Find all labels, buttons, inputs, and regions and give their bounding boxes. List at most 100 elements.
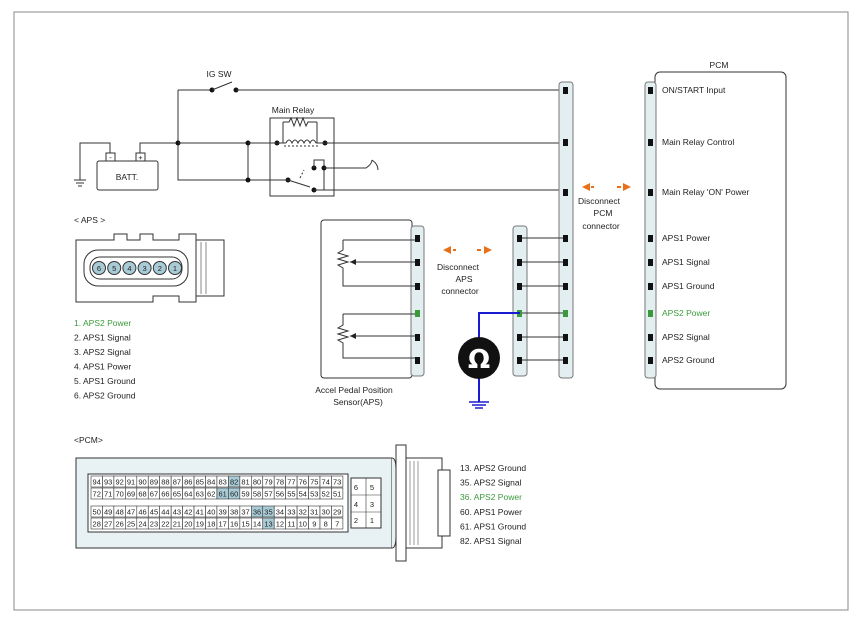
pcm-small-pin-number: 3: [370, 500, 374, 509]
aps-sensor-pin: [415, 334, 420, 341]
pcm-connector-pin-number: 28: [93, 520, 101, 529]
pcm-connector-pin-number: 38: [230, 508, 238, 517]
pcm-connector-pin-number: 7: [335, 520, 339, 529]
pcm-connector-flange: [395, 444, 407, 562]
pcm-connector-pin-number: 81: [241, 478, 249, 487]
pcm-connector-pin-number: 87: [173, 478, 181, 487]
pcm-connector-pin-number: 30: [322, 508, 330, 517]
pcm-connector-pin-number: 93: [104, 478, 112, 487]
aps1-potentiometer-icon: [336, 239, 415, 287]
disconnect-pcm-line1: Disconnect: [578, 196, 621, 206]
pcm-connector-pin-number: 88: [161, 478, 169, 487]
aps-connector-pin: [152, 261, 167, 275]
pcm-connector-pin-number: 51: [333, 490, 341, 499]
harness-pin: [563, 334, 568, 341]
aps-sensor-pin: [415, 235, 420, 242]
pcm-connector-pin-number: 68: [138, 490, 146, 499]
battery-ground-wire: [79, 142, 111, 180]
pcm-connector-pin-number: 16: [230, 520, 238, 529]
pcm-connector-pin-number: 84: [207, 478, 215, 487]
pcm-pin-label: Main Relay Control: [662, 137, 734, 147]
pcm-connector-curve: [391, 457, 397, 549]
pcm-legend-item: 36. APS2 Power: [460, 492, 522, 502]
pcm-connector-pin-number: 73: [333, 478, 341, 487]
aps-connector-pin: [168, 261, 182, 275]
pcm-connector-pin-number: 42: [184, 508, 192, 517]
pcm-connector-pin-number: 45: [150, 508, 158, 517]
aps-sensor-pins: [415, 235, 420, 364]
pcm-connector-title: <PCM>: [74, 435, 103, 445]
pcm-connector-pin-number: 57: [264, 490, 272, 499]
pcm-connector-pin-number: 29: [333, 508, 341, 517]
pcm-connector-pin-number: 53: [310, 490, 318, 499]
pcm-connector-pin-number: 15: [241, 520, 249, 529]
pcm-connector-pin-number: 46: [138, 508, 146, 517]
pcm-connector-pin-number: 63: [196, 490, 204, 499]
pcm-legend-item: 61. APS1 Ground: [460, 521, 526, 531]
pcm-connector-pin-number: 54: [299, 490, 307, 499]
pcm-connector-pin-number: 67: [150, 490, 158, 499]
disconnect-pcm-arrow-icon: [582, 183, 631, 191]
relay-coil-icon: [285, 139, 317, 145]
pcm-connector-pin-number: 71: [104, 490, 112, 499]
aps-harness-pin: [517, 259, 522, 266]
relay-feed-wire: [178, 142, 249, 180]
pcm-pin-label: APS2 Signal: [662, 332, 710, 342]
pcm-connector-pin-number: 74: [322, 478, 330, 487]
pcm-pin-label: APS1 Ground: [662, 281, 715, 291]
aps-harness-pin: [517, 235, 522, 242]
pcm-connector-pin-number: 48: [115, 508, 123, 517]
aps-connector-pin: [137, 261, 152, 275]
pcm-connector-pin-number: 91: [127, 478, 135, 487]
harness-pin: [563, 357, 568, 364]
aps-sensor-pin: [415, 259, 420, 266]
pcm-connector-pin-number: 36: [253, 508, 261, 517]
pcm-connector-pin-number: 78: [276, 478, 284, 487]
pcm-connector-ribs: [409, 461, 419, 545]
battery-box: [96, 160, 159, 191]
aps-legend-item: 5. APS1 Ground: [74, 376, 136, 386]
pcm-connector-pin-number: 94: [93, 478, 101, 487]
pcm-pin-label: APS1 Power: [662, 233, 710, 243]
disconnect-pcm-line3: connector: [582, 221, 619, 231]
mid-wire-group: [522, 237, 563, 361]
aps-connector-pin-number: 3: [143, 264, 147, 273]
pcm-pin-label: APS2 Power: [662, 308, 710, 318]
ohmmeter-probe-wire: [478, 312, 520, 340]
pcm-connector-pin-number: 85: [196, 478, 204, 487]
pcm-connector-pin-number: 72: [93, 490, 101, 499]
ohm-symbol: Ω: [468, 345, 490, 375]
pcm-connector-pin-number: 9: [312, 520, 316, 529]
pcm-connector-pin-number: 80: [253, 478, 261, 487]
ig-switch-blade: [211, 81, 233, 91]
pcm-connector-pin-number: 19: [196, 520, 204, 529]
aps-connector-pin-number: 6: [97, 264, 101, 273]
pcm-connector-pin-number: 49: [104, 508, 112, 517]
pcm-legend-item: 60. APS1 Power: [460, 507, 522, 517]
aps1-wiper-arrow-icon: [350, 259, 356, 265]
harness-pin: [563, 259, 568, 266]
battery-plus-wire: [139, 142, 178, 153]
pcm-connector-pin-number: 24: [138, 520, 146, 529]
pcm-connector-pin-number: 66: [161, 490, 169, 499]
pcm-connector-pin-number: 50: [93, 508, 101, 517]
aps-connector-pin-number: 2: [158, 264, 162, 273]
pcm-connector-pin: [331, 517, 344, 530]
pcm-connector-tab: [437, 469, 451, 537]
aps-connector-ribs: [200, 242, 207, 294]
pcm-connector-pin-number: 25: [127, 520, 135, 529]
pcm-connector-pin: [331, 505, 344, 518]
aps-connector-pin: [92, 261, 106, 275]
pcm-connector-pin-number: 65: [173, 490, 181, 499]
relay-branch-cut-icon: [324, 159, 379, 171]
aps2-potentiometer-icon: [336, 313, 415, 359]
pcm-connector-pin-number: 59: [241, 490, 249, 499]
pcm-pin-square: [648, 189, 653, 196]
pcm-connector-pin-number: 39: [219, 508, 227, 517]
